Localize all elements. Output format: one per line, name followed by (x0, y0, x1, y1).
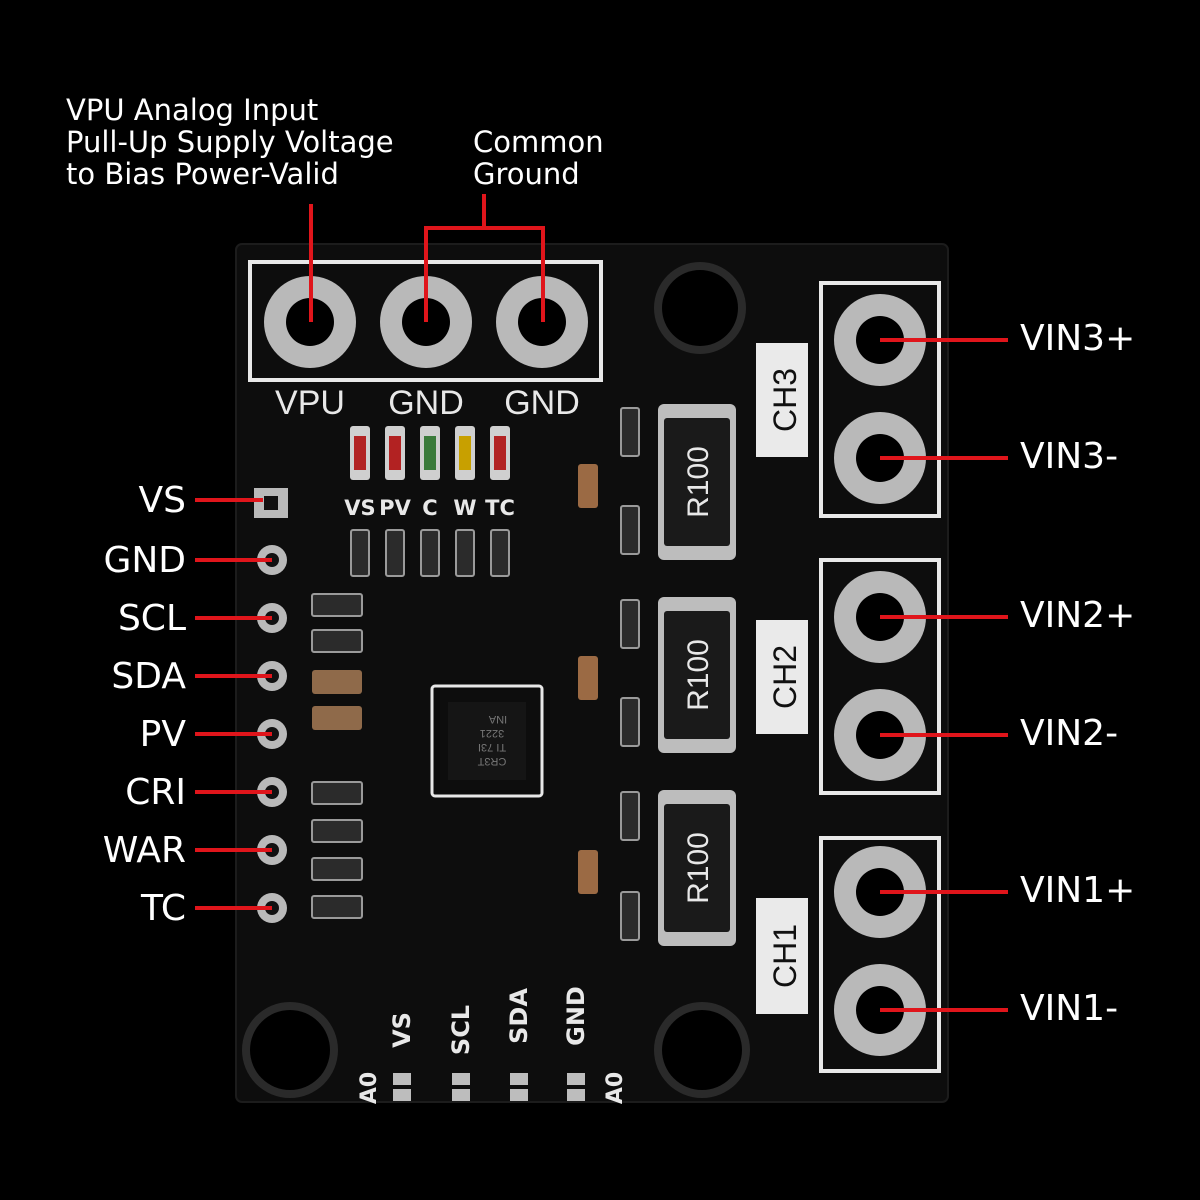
ground-pointer-bar (424, 226, 545, 230)
header-label-vpu: VPU (275, 384, 345, 422)
ch1-label: CH1 (767, 924, 803, 988)
vpu-annotation: VPU Analog Input Pull-Up Supply Voltage … (66, 93, 394, 191)
pin-label-gnd: GND (103, 540, 186, 581)
ina3221-ic: INA 3221 TI 73I CR3T (430, 684, 544, 798)
pullup-resistors (311, 593, 363, 919)
header-pad-vpu (264, 276, 356, 368)
pin-line-scl (195, 616, 272, 620)
address-label-sda: SDA (505, 988, 533, 1044)
mounting-hole-bottom-right (654, 1002, 750, 1098)
ic-marking-4: CR3T (477, 755, 506, 767)
pin-line-sda (195, 674, 272, 678)
address-label-a0-left: A0 (357, 1072, 382, 1104)
vin1-minus-label: VIN1- (1020, 988, 1119, 1029)
pin-label-war: WAR (102, 830, 186, 871)
vin3-minus-line (880, 456, 1008, 460)
ic-marking-3: TI 73I (478, 741, 506, 753)
ch2-terminal-outline (819, 558, 941, 795)
led-resistors (350, 529, 510, 577)
shunt-resistor-ch3: R100 (658, 404, 736, 560)
ground-pointer-stem (482, 194, 486, 228)
pin-label-tc: TC (140, 888, 186, 929)
ic-marking-2: 3221 (480, 727, 504, 739)
filter-resistors (620, 407, 640, 941)
ch2-label-box: CH2 (756, 620, 808, 734)
led-label-tc: TC (485, 496, 515, 520)
address-label-a0-right: A0 (603, 1072, 628, 1104)
vin1-minus-line (880, 1008, 1008, 1012)
ch1-label-box: CH1 (756, 898, 808, 1014)
status-leds (350, 426, 510, 480)
pin-label-sda: SDA (111, 656, 186, 697)
vin1-plus-line (880, 890, 1008, 894)
vin2-plus-label: VIN2+ (1020, 595, 1136, 636)
led-label-c: C (422, 496, 437, 520)
ch2-label: CH2 (767, 645, 803, 709)
header-pad-gnd-1 (380, 276, 472, 368)
ground-annotation: Common Ground (473, 125, 604, 191)
pin-label-vs: VS (138, 480, 186, 521)
vin2-minus-line (880, 733, 1008, 737)
led-label-pv: PV (379, 496, 411, 520)
address-label-gnd: GND (562, 986, 590, 1046)
pin-label-cri: CRI (125, 772, 186, 813)
pin-line-war (195, 848, 272, 852)
left-pin-header (254, 488, 288, 923)
shunt-resistor-ch2: R100 (658, 597, 736, 753)
ch3-label-box: CH3 (756, 343, 808, 457)
header-label-gnd-2: GND (504, 384, 580, 422)
vin3-plus-line (880, 338, 1008, 342)
ch1-terminal-outline (819, 836, 941, 1073)
filter-capacitors (578, 464, 598, 894)
ch3-label: CH3 (767, 368, 803, 432)
shunt-marking-ch3: R100 (682, 446, 715, 518)
vpu-pointer-line (309, 204, 313, 322)
pin-line-vs (195, 498, 263, 502)
vin2-plus-line (880, 615, 1008, 619)
mounting-hole-bottom-left (242, 1002, 338, 1098)
header-label-gnd-1: GND (388, 384, 464, 422)
pin-line-tc (195, 906, 272, 910)
header-pad-gnd-2 (496, 276, 588, 368)
address-label-vs: VS (388, 1012, 416, 1048)
vin3-plus-label: VIN3+ (1020, 318, 1136, 359)
address-jumpers (393, 1073, 585, 1101)
ch3-terminal-outline (819, 281, 941, 518)
shunt-marking-ch2: R100 (682, 639, 715, 711)
ground-pointer-left (424, 226, 428, 322)
led-label-w: W (453, 496, 476, 520)
pin-line-cri (195, 790, 272, 794)
vin1-plus-label: VIN1+ (1020, 870, 1136, 911)
address-label-scl: SCL (447, 1005, 475, 1055)
shunt-resistor-ch1: R100 (658, 790, 736, 946)
vin3-minus-label: VIN3- (1020, 436, 1119, 477)
shunt-marking-ch1: R100 (682, 832, 715, 904)
pin-label-scl: SCL (117, 598, 186, 639)
pin-label-pv: PV (139, 714, 186, 755)
pin-line-gnd (195, 558, 272, 562)
mounting-hole-top-right (654, 262, 746, 354)
pin-line-pv (195, 732, 272, 736)
vin2-minus-label: VIN2- (1020, 713, 1119, 754)
led-label-vs: VS (344, 496, 375, 520)
ic-marking-1: INA (488, 713, 507, 725)
ground-pointer-right (541, 226, 545, 322)
